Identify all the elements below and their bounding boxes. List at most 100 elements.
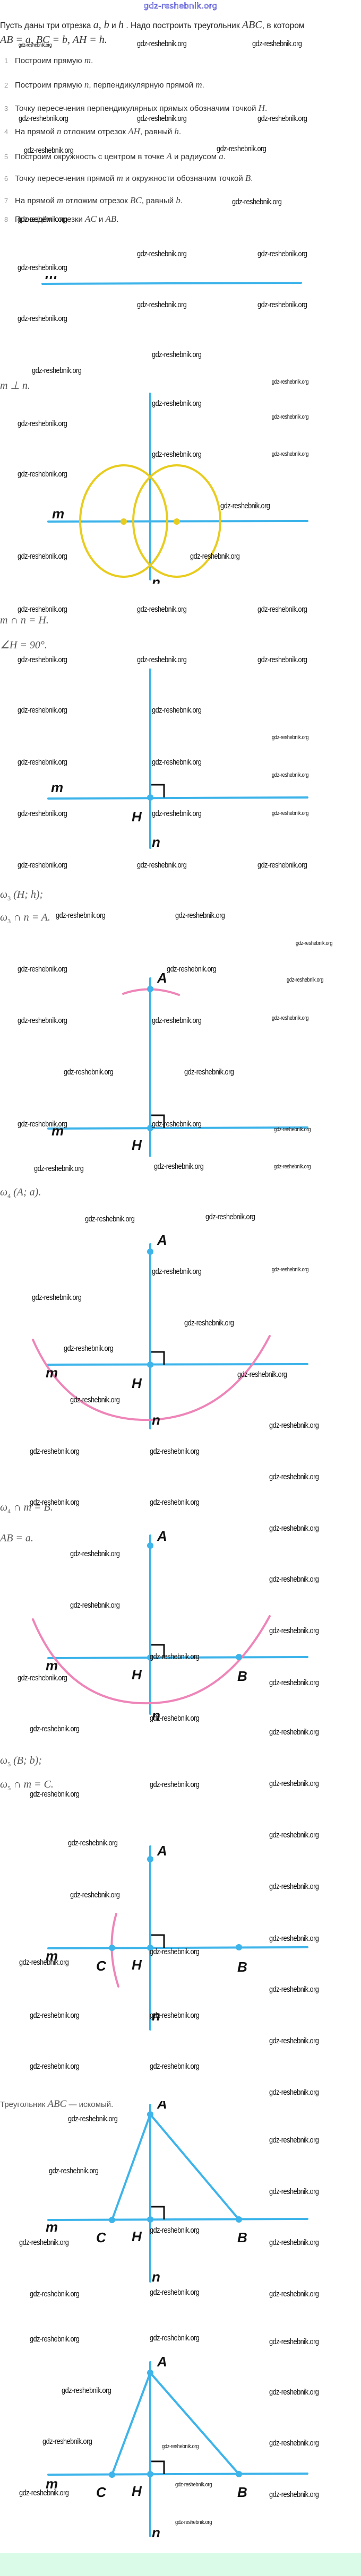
watermark: gdz-reshebnik.org [269,2490,319,2499]
watermark: gdz-reshebnik.org [150,1652,200,1661]
watermark: gdz-reshebnik.org [269,2088,319,2097]
watermark: gdz-reshebnik.org [269,1728,319,1737]
intro-text: , в котором [262,21,305,30]
step-number: 2 [4,81,8,89]
figure-point-A: AmH [47,970,308,1157]
watermark: gdz-reshebnik.org [274,1126,311,1133]
center-right [174,518,180,525]
watermark: gdz-reshebnik.org [32,1293,82,1302]
watermark: gdz-reshebnik.org [217,144,267,153]
step-text: и [96,215,106,224]
watermark: gdz-reshebnik.org [19,1958,69,1967]
label-H: H [132,809,142,825]
watermark: gdz-reshebnik.org [30,2289,80,2299]
line-m [47,2218,308,2221]
watermark: gdz-reshebnik.org [150,1714,200,1723]
label-H: H [132,2228,142,2244]
watermark: gdz-reshebnik.org [18,758,67,767]
line-m [47,796,308,800]
omega-symbol: ω [0,1779,8,1790]
watermark: gdz-reshebnik.org [257,655,307,664]
watermark: gdz-reshebnik.org [272,734,309,741]
label-H: H [132,1957,142,1973]
step-math: BC [130,195,142,205]
formula-omega5-C: ω5 ∩ m = C. [0,1779,54,1792]
watermark: gdz-reshebnik.org [154,1162,204,1171]
watermark: gdz-reshebnik.org [152,758,202,767]
watermark: gdz-reshebnik.org [167,965,217,974]
watermark: gdz-reshebnik.org [175,2519,212,2526]
step-math: AC [85,214,97,224]
right-angle-mark [151,2206,165,2219]
watermark: gdz-reshebnik.org [150,1447,200,1456]
label-n: n [152,1707,160,1723]
step-text: . [264,104,268,113]
step-math: n [84,80,89,90]
right-angle-mark [151,2460,165,2474]
watermark: gdz-reshebnik.org [18,419,67,428]
watermark: gdz-reshebnik.org [274,1164,311,1170]
conclusion: Треугольник ABC — искомый. [0,2098,113,2110]
watermark: gdz-reshebnik.org [137,861,187,870]
step-text: , равный [141,196,176,205]
conclusion-math: ABC [47,2098,67,2110]
watermark: gdz-reshebnik.org [269,1575,319,1584]
segment-AB [149,2113,240,2221]
watermark: gdz-reshebnik.org [18,861,67,870]
watermark: gdz-reshebnik.org [269,2439,319,2448]
watermark: gdz-reshebnik.org [287,977,324,983]
step-math: m [84,55,91,65]
watermark: gdz-reshebnik.org [18,552,67,561]
watermark: gdz-reshebnik.org [272,414,309,420]
step-text: Построим прямую [15,56,84,65]
watermark: gdz-reshebnik.org [18,215,67,224]
formula-text: ∩ m = B. [11,1502,53,1513]
watermark: gdz-reshebnik.org [296,940,333,947]
omega-index: 4 [7,1507,11,1515]
watermark: gdz-reshebnik.org [152,450,202,459]
watermark: gdz-reshebnik.org [150,2334,200,2343]
watermark: gdz-reshebnik.org [272,810,309,817]
step-text: Точку пересечения прямой [15,174,117,183]
label-A: A [157,1528,167,1544]
point-H [147,794,153,801]
watermark: gdz-reshebnik.org [18,605,67,614]
watermark: gdz-reshebnik.org [34,1164,84,1173]
formula-text: (A; a). [11,1186,41,1198]
circle-right [132,464,221,578]
circle-left [79,464,168,578]
watermark: gdz-reshebnik.org [269,2289,319,2299]
omega-symbol: ω [0,1502,8,1513]
step-text: На прямой [15,127,57,136]
label-C: C [96,2230,107,2245]
step-text: , равный [140,127,175,136]
watermark: gdz-reshebnik.org [24,146,74,155]
step-text: и окружности обозначим точкой [123,174,245,183]
watermark: gdz-reshebnik.org [152,1016,202,1025]
watermark: gdz-reshebnik.org [175,2482,212,2488]
conclusion-text: Треугольник [0,2100,48,2109]
right-angle-mark [151,1934,165,1948]
right-angle-mark [151,1114,165,1128]
watermark: gdz-reshebnik.org [152,706,202,715]
watermark: gdz-reshebnik.org [257,861,307,870]
step-text: отложим отрезок [61,127,128,136]
point-H [147,1125,153,1131]
omega-index: 4 [7,1192,11,1200]
watermark: gdz-reshebnik.org [257,114,307,123]
line-m [47,1363,308,1366]
watermark: gdz-reshebnik.org [19,2238,69,2247]
label-B: B [237,1959,247,1975]
watermark: gdz-reshebnik.org [137,114,187,123]
step-math: m [116,173,123,183]
watermark: gdz-reshebnik.org [64,1344,114,1353]
step-number: 6 [4,175,8,183]
right-angle-mark [151,1351,165,1365]
label-m: m [51,1123,64,1139]
step-math: B [245,173,251,183]
label-m: m [46,1365,58,1381]
watermark: gdz-reshebnik.org [272,1015,309,1021]
label-n: n [152,834,160,850]
